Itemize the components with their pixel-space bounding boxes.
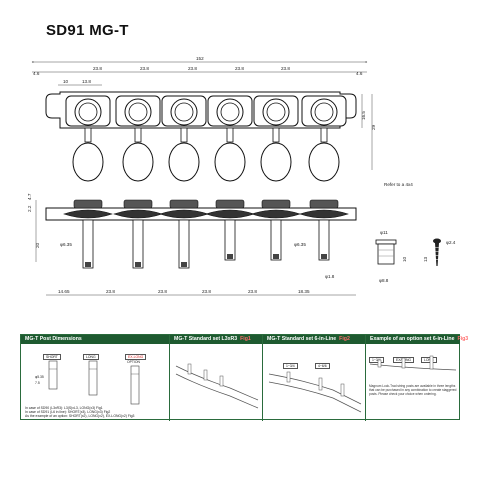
panel1-note-2: In case of SD91 (L6 in line): SHORT(x3),… [25, 410, 111, 414]
dim-pitch-2: 23.8 [140, 66, 149, 71]
dim-bottom-spacing-4: 23.8 [202, 289, 211, 294]
dim-post-a: φ5.35 [35, 375, 44, 379]
dim-top-a: 2.2 [27, 205, 32, 212]
headstock-sketch-3 [369, 355, 457, 371]
tuner-side-6 [299, 199, 349, 261]
tuner-side-4 [205, 199, 255, 261]
tuner-top-3 [161, 95, 207, 182]
technical-drawing: 152 23.8 23.8 23.8 23.8 23.8 4.6 4.6 10 13.8… [27, 56, 456, 296]
panel-divider [169, 335, 170, 421]
tuner-side-5 [251, 199, 301, 261]
side-view: 2.2 4.7 20 φ6.35 φ6.35 φ1.8 14.65 23.8 23.… [27, 193, 357, 296]
tuner-side-1 [63, 199, 113, 269]
dim-first-a: 10 [63, 79, 69, 84]
panel-divider [262, 335, 263, 421]
label-option: OPTION [127, 360, 140, 364]
dim-pitch-4: 23.8 [235, 66, 244, 71]
dim-overall: 152 [196, 56, 204, 61]
top-view: 152 23.8 23.8 23.8 23.8 23.8 4.6 4.6 10 13.8… [31, 56, 413, 187]
dim-end-right: 4.6 [356, 71, 363, 76]
dim-bottom-spacing-2: 23.8 [106, 289, 115, 294]
tuner-top-2 [115, 95, 161, 182]
panel3-fig: Fig2 [339, 336, 350, 342]
dim-bushing-height: 10 [402, 256, 407, 262]
dim-bottom-dia: φ1.8 [325, 274, 335, 279]
label-short: SHORT [43, 354, 61, 360]
dim-bottom-spacing-5: 23.8 [248, 289, 257, 294]
dim-post-right: φ6.35 [294, 242, 306, 247]
tuner-top-1 [65, 95, 111, 182]
tuner-side-3 [159, 199, 209, 269]
dim-first-b: 13.8 [82, 79, 91, 84]
headstock-sketch-2 [268, 371, 362, 413]
screw-detail: φ2.4 13 [423, 238, 456, 266]
tuner-top-4 [207, 95, 253, 182]
panel4-note: Magnum Lock-Trad string posts are availa… [369, 384, 457, 396]
label-long: LONG [83, 354, 99, 360]
panel3-label-b: 4~6/6 [315, 363, 330, 369]
dim-screw-length: 13 [423, 256, 428, 262]
info-strip: MG-T Post Dimensions SHORT LONG EX-LONG … [20, 334, 468, 421]
panel1-heading: MG-T Post Dimensions [21, 335, 169, 344]
dim-pitch-5: 23.8 [281, 66, 290, 71]
dim-height-b: 29 [371, 124, 376, 130]
dim-side-height: 20 [35, 242, 40, 248]
panel1-note-1: In case of SD90 (L3xR3): L3(S)xL3, LONG(… [25, 406, 103, 410]
panel-divider [365, 335, 366, 421]
dim-bottom-spacing-1: 14.65 [58, 289, 70, 294]
dim-post-b: 7.5 [35, 381, 40, 385]
panel1-note-3: As the example of an option: SHORT(x2), … [25, 414, 135, 418]
tuner-top-6 [301, 95, 347, 182]
dim-bushing-bottom: φ8.8 [379, 278, 389, 283]
note-refer: Refer to a 4x4 [384, 182, 413, 187]
dim-bushing-top: φ11 [380, 230, 388, 235]
post-length-sketch [48, 360, 140, 405]
panel4-label-c: LONG [421, 357, 437, 363]
tuner-top-5 [253, 95, 299, 182]
dim-post-left: φ6.35 [60, 242, 72, 247]
panel2-fig: Fig1 [240, 336, 251, 342]
dim-top-b: 4.7 [27, 193, 32, 200]
label-exlong: EX-LONG [125, 354, 147, 360]
dim-bottom-spacing-6: 18.35 [298, 289, 310, 294]
tuner-side-2 [113, 199, 163, 269]
panel4-label-a: 1~3/4 [369, 357, 384, 363]
page-title: SD91 MG-T [46, 22, 129, 39]
dim-screw-dia: φ2.4 [446, 240, 456, 245]
dim-height-a: 16.5 [361, 111, 366, 120]
headstock-sketch-1 [175, 363, 259, 409]
dim-end-left: 4.6 [33, 71, 40, 76]
dim-pitch-3: 23.8 [188, 66, 197, 71]
dim-bottom-spacing-3: 23.8 [158, 289, 167, 294]
dim-pitch-1: 23.8 [93, 66, 102, 71]
bushing-detail: φ11 10 φ8.8 [375, 230, 407, 283]
panel4-fig: Fig3 [457, 336, 469, 342]
panel3-label-a: 1~3/4 [283, 363, 298, 369]
